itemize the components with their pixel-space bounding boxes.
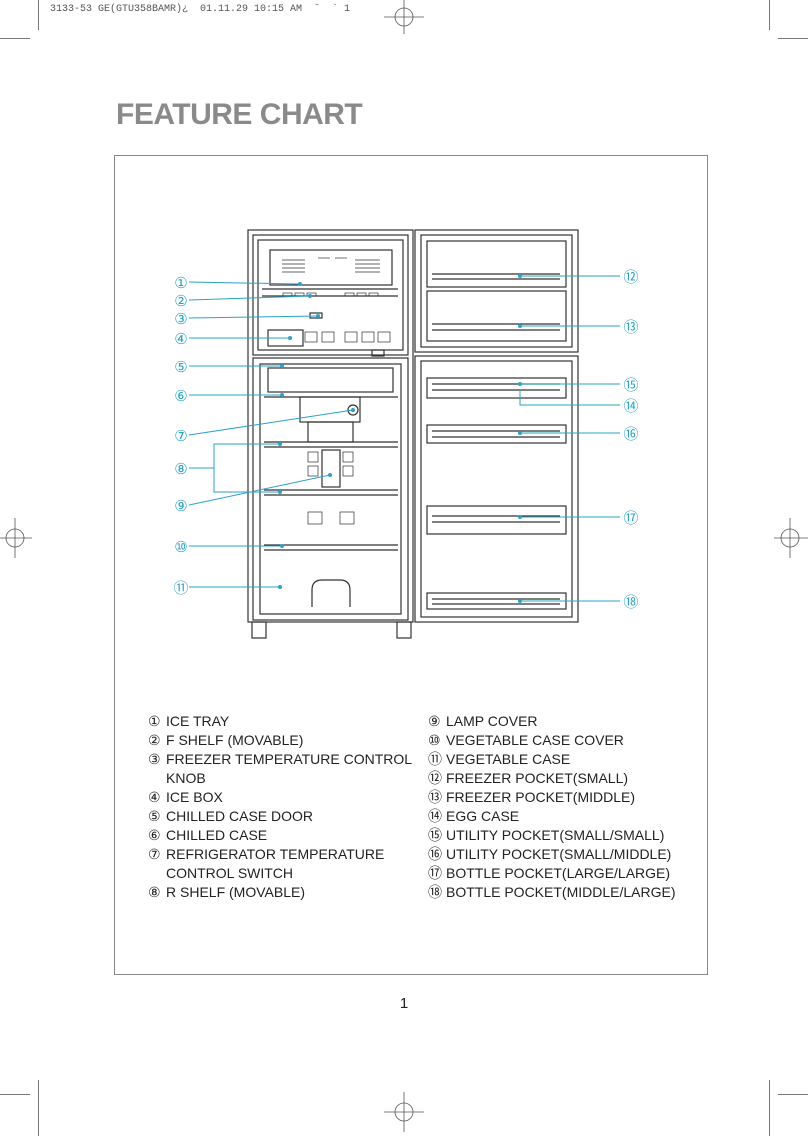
crop-mark-top-left xyxy=(38,0,39,30)
diagram-frame xyxy=(114,155,708,975)
crop-mark-bottom-right-h xyxy=(778,1094,808,1095)
page-title: FEATURE CHART xyxy=(116,98,363,131)
callout-17: ⑰ xyxy=(623,509,638,527)
callout-6: ⑥ xyxy=(174,387,187,405)
callout-8: ⑧ xyxy=(174,460,187,478)
print-header-meta: 3133-53 GE(GTU358BAMR)¿ 01.11.29 10:15 A… xyxy=(50,4,351,15)
page-number: 1 xyxy=(399,995,409,1012)
callout-3: ③ xyxy=(174,310,187,328)
crop-mark-bottom-left xyxy=(38,1080,39,1136)
callout-13: ⑬ xyxy=(623,318,638,336)
crop-mark-bottom-right xyxy=(769,1080,770,1136)
callout-2: ② xyxy=(174,292,187,310)
callout-15: ⑮ xyxy=(623,376,638,394)
crop-mark-top-left-h xyxy=(0,38,30,39)
callout-4: ④ xyxy=(174,330,187,348)
callout-11: ⑪ xyxy=(173,579,188,597)
callout-16: ⑯ xyxy=(623,425,638,443)
crop-mark-bottom-left-h xyxy=(0,1094,30,1095)
crop-mark-top-right xyxy=(769,0,770,30)
callout-5: ⑤ xyxy=(174,358,187,376)
callout-1: ① xyxy=(174,274,187,292)
callout-18: ⑱ xyxy=(623,593,638,611)
callout-12: ⑫ xyxy=(623,268,638,286)
callout-9: ⑨ xyxy=(174,497,187,515)
crop-mark-top-right-h xyxy=(778,38,808,39)
callout-7: ⑦ xyxy=(174,427,187,445)
callout-14: ⑭ xyxy=(623,397,638,415)
callout-10: ⑩ xyxy=(174,538,187,556)
